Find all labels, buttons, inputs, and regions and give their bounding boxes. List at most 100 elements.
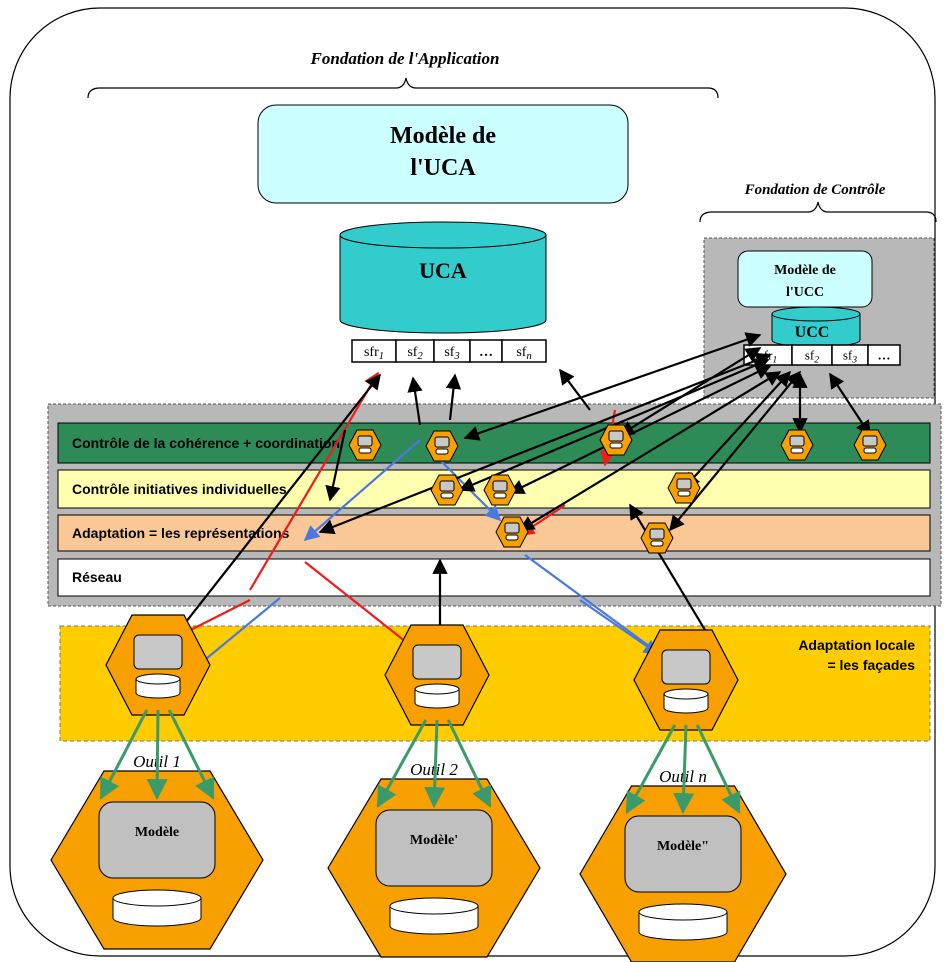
facade-screen <box>661 649 711 685</box>
agent-icon <box>348 429 382 461</box>
uca-model-box <box>257 104 629 204</box>
agent-icon <box>599 424 633 456</box>
uca-slot-base: … <box>479 345 493 360</box>
blue-arrow <box>193 597 281 669</box>
tool-model-box <box>375 809 493 887</box>
ucc-slot-label: sf3 <box>843 348 857 366</box>
green-arrow <box>695 724 741 814</box>
agent-db <box>677 490 691 497</box>
agent-screen <box>504 522 520 534</box>
green-arrow <box>625 724 677 814</box>
agent-db <box>435 448 449 455</box>
agent-icon <box>667 472 701 504</box>
green-arrow <box>376 719 428 808</box>
tool-model-label: Modèle' <box>410 833 458 848</box>
tool-model-box <box>98 801 216 879</box>
tool-model-box <box>624 815 742 893</box>
green-arrow <box>673 724 695 815</box>
uca-slot-sub: n <box>526 351 531 362</box>
ucc-arrow <box>669 370 801 532</box>
ucc-slot-base: … <box>878 348 891 363</box>
control-foundation-title: Fondation de Contrôle <box>744 182 886 198</box>
local-adaptation-band <box>59 625 931 742</box>
ucc-slot-label: … <box>878 348 891 363</box>
ucc-slot-sub: 1 <box>772 355 777 366</box>
green-arrow <box>99 709 149 800</box>
agent-db <box>440 492 454 499</box>
agent-screen <box>357 435 373 447</box>
ucc-slot-label: sf2 <box>805 348 819 366</box>
local-adaptation-line2: = les façades <box>827 657 915 673</box>
layer-coherence-label: Contrôle de la cohérence + coordination <box>72 435 340 451</box>
facade-db-top <box>414 683 460 695</box>
facade-group <box>105 614 739 731</box>
tool-model-label: Modèle <box>135 825 179 840</box>
agent-group <box>348 424 887 554</box>
agent-screen <box>439 480 455 492</box>
tool-model-label: Modèle" <box>657 839 709 854</box>
uca-slot-label: … <box>479 345 493 360</box>
tool-3: Modèle" <box>579 785 787 962</box>
green-arrow <box>446 719 492 808</box>
agent-screen <box>434 436 450 448</box>
agent-icon <box>483 474 517 506</box>
tool-db-top <box>389 897 479 915</box>
agent-db <box>493 492 507 499</box>
tool-1: Modèle <box>50 770 264 950</box>
agent-db <box>609 442 623 449</box>
uca-model-line2: l'UCA <box>410 155 476 181</box>
control-foundation-brace <box>699 201 937 223</box>
agent-icon <box>780 429 814 461</box>
agent-db <box>505 534 519 541</box>
ucc-model-line1: Modèle de <box>774 263 836 278</box>
agent-db <box>790 447 804 454</box>
ucc-slot-base: sf <box>805 348 815 363</box>
layer-reseau <box>57 558 931 597</box>
app-foundation-brace <box>87 77 719 99</box>
ucc-arrow <box>829 372 871 437</box>
agent-screen <box>789 435 805 447</box>
blue-arrow <box>579 599 660 655</box>
agent-db <box>650 540 664 547</box>
agent-icon <box>430 474 464 506</box>
connection-arrows <box>133 332 871 669</box>
ucc-database <box>771 306 861 348</box>
uca-slot-base: sfr <box>364 345 379 360</box>
tool-db-top <box>638 903 728 921</box>
agent-icon <box>640 522 674 554</box>
agent-icon <box>425 430 459 462</box>
uca-slot-base: sf <box>516 345 526 360</box>
green-arrow <box>146 709 168 801</box>
facade-screen <box>412 644 462 680</box>
uca-slot-sub: 3 <box>453 351 459 362</box>
agent-screen <box>492 480 508 492</box>
ucc-model-line2: l'UCC <box>786 285 824 300</box>
facade-db-top <box>135 673 181 685</box>
agent-icon <box>495 516 529 548</box>
uca-db-label: UCA <box>419 258 467 283</box>
agent-icon <box>853 429 887 461</box>
uca-slot-sub: 2 <box>417 351 423 362</box>
facade-screen <box>133 634 183 670</box>
tool-2: Modèle' <box>327 778 541 958</box>
agent-db <box>863 447 877 454</box>
agent-screen <box>649 528 665 540</box>
green-arrow <box>167 709 215 800</box>
ucc-slot-sub: 2 <box>814 355 819 366</box>
uca-slot-base: sf <box>407 345 417 360</box>
agent-db <box>358 447 372 454</box>
layer-reseau-label: Réseau <box>72 569 122 585</box>
layer-initiatives-label: Contrôle initiatives individuelles <box>72 481 287 497</box>
uca-slot-sub: 1 <box>379 351 384 362</box>
ucc-db-label: UCC <box>795 324 830 341</box>
facade-db-top <box>663 688 709 700</box>
agent-screen <box>608 430 624 442</box>
agent-screen <box>676 478 692 490</box>
local-adaptation-line1: Adaptation locale <box>798 637 915 653</box>
uca-database <box>339 221 547 334</box>
agent-screen <box>862 435 878 447</box>
tool-db-top <box>112 889 202 907</box>
ucc-slot-base: sf <box>843 348 853 363</box>
